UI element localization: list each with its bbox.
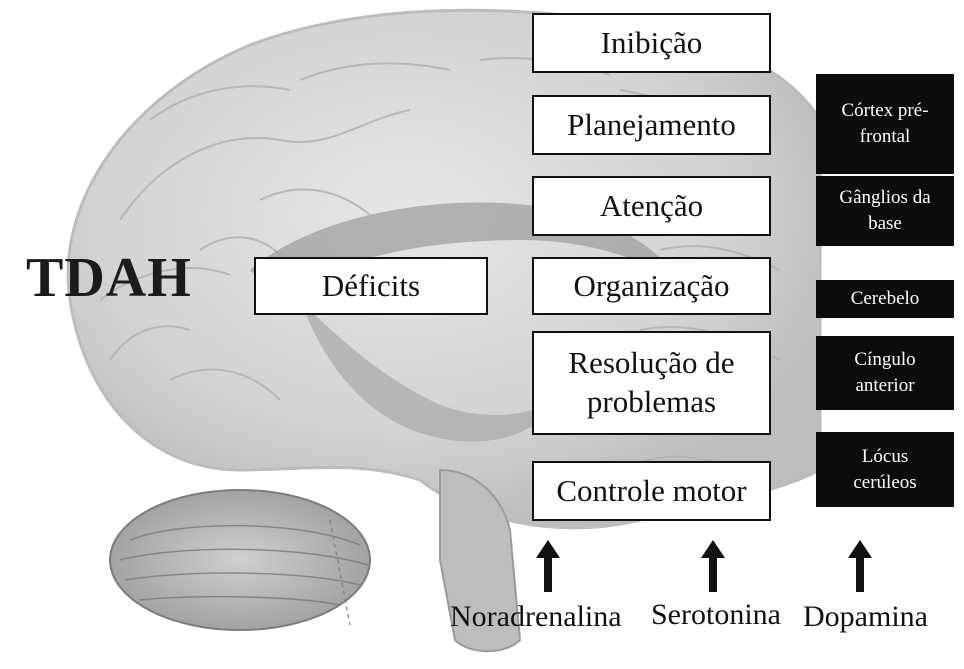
function-box-organizacao: Organização bbox=[532, 257, 771, 315]
label-noradrenalina: Noradrenalina bbox=[450, 602, 622, 632]
function-box-inibicao: Inibição bbox=[532, 13, 771, 73]
function-box-atencao: Atenção bbox=[532, 176, 771, 236]
region-box-ganglios: Gânglios da base bbox=[816, 176, 954, 246]
label-dopamina: Dopamina bbox=[803, 602, 928, 632]
function-box-controle-motor: Controle motor bbox=[532, 461, 771, 521]
label-serotonina: Serotonina bbox=[651, 600, 781, 630]
deficits-box: Déficits bbox=[254, 257, 488, 315]
function-box-planejamento: Planejamento bbox=[532, 95, 771, 155]
function-box-resolucao: Resolução de problemas bbox=[532, 331, 771, 435]
arrow-up-icon bbox=[536, 540, 560, 592]
arrow-up-icon bbox=[848, 540, 872, 592]
arrow-up-icon bbox=[701, 540, 725, 592]
cerebellum-shape bbox=[110, 490, 370, 630]
region-box-locus: Lócus cerúleos bbox=[816, 432, 954, 507]
region-box-cerebelo: Cerebelo bbox=[816, 280, 954, 318]
region-box-cingulo: Cíngulo anterior bbox=[816, 336, 954, 410]
region-box-cortex: Córtex pré-frontal bbox=[816, 74, 954, 174]
title-tdah: TDAH bbox=[26, 250, 192, 306]
